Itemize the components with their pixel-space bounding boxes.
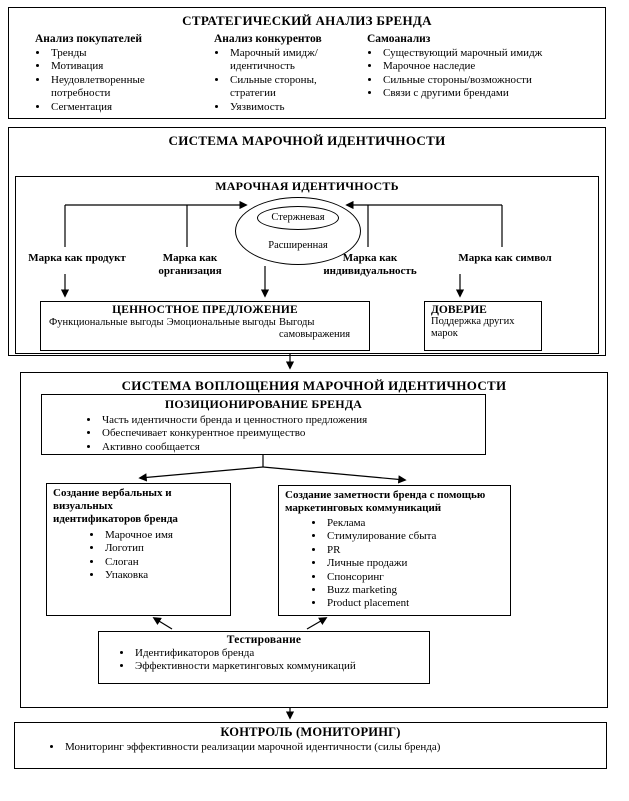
implementation-title: СИСТЕМА ВОПЛОЩЕНИЯ МАРОЧНОЙ ИДЕНТИЧНОСТИ (121, 378, 507, 393)
bullet-item: Спонсоринг (325, 571, 510, 584)
perspective-organization: Марка как организация (158, 252, 222, 277)
value-proposition-title: ЦЕННОСТНОЕ ПРЕДЛОЖЕНИЕ (112, 304, 298, 316)
extended-identity-ellipse: Стержневая Расширенная (235, 197, 361, 265)
identity-system-section: СИСТЕМА МАРОЧНОЙ ИДЕНТИЧНОСТИ МАРОЧНАЯ И… (8, 127, 606, 356)
value-proposition-items: Функциональные выгоды Эмоциональные выго… (41, 316, 369, 341)
bullet-item: Эффективности маркетинговых коммуникаций (133, 660, 429, 673)
perspective-personality: Марка как индивидуальность (323, 252, 417, 277)
value-proposition-box: ЦЕННОСТНОЕ ПРЕДЛОЖЕНИЕ Функциональные вы… (40, 301, 370, 351)
brand-identity-box: МАРОЧНАЯ ИДЕНТИЧНОСТЬ Стержневая Расшире… (15, 176, 599, 354)
bullet-item: Мотивация (49, 60, 195, 73)
value-item-self-expression: Выгоды самовыражения (279, 317, 351, 341)
trust-title: ДОВЕРИЕ (431, 304, 487, 316)
brand-identity-title: МАРОЧНАЯ ИДЕНТИЧНОСТЬ (215, 179, 399, 193)
extended-identity-label: Расширенная (268, 240, 328, 251)
core-identity-ellipse: Стержневая (257, 206, 339, 230)
bullet-item: Существующий марочный имидж (381, 47, 605, 60)
customer-analysis-list: Тренды Мотивация Неудовлетворенные потре… (25, 47, 195, 114)
communications-box: Создание заметности бренда с помощью мар… (278, 485, 511, 616)
bullet-item: PR (325, 544, 510, 557)
identifiers-title: Создание вербальных и визуальных идентиф… (53, 487, 178, 525)
self-analysis-list: Существующий марочный имидж Марочное нас… (357, 47, 605, 101)
bullet-item: Логотип (103, 542, 230, 555)
customer-analysis-column: Анализ покупателей Тренды Мотивация Неуд… (25, 33, 195, 114)
bullet-item: Тренды (49, 47, 195, 60)
identifiers-list: Марочное имя Логотип Слоган Упаковка (47, 529, 230, 583)
control-title: КОНТРОЛЬ (МОНИТОРИНГ) (220, 725, 401, 739)
value-item-emotional: Эмоциональные выгоды (166, 317, 276, 328)
bullet-item: Марочный имидж/идентичность (228, 47, 354, 74)
positioning-box: ПОЗИЦИОНИРОВАНИЕ БРЕНДА Часть идентичнос… (41, 394, 486, 455)
bullet-item: Слоган (103, 556, 230, 569)
bullet-item: Обеспечивает конкурентное преимущество (100, 427, 485, 440)
trust-box: ДОВЕРИЕ Поддержка других марок (424, 301, 542, 351)
bullet-item: Связи с другими брендами (381, 87, 605, 100)
trust-text: Поддержка других марок (431, 316, 515, 340)
bullet-item: Марочное наследие (381, 60, 605, 73)
bullet-item: Часть идентичности бренда и ценностного … (100, 414, 485, 427)
bullet-item: Активно сообщается (100, 441, 485, 454)
bullet-item: Идентификаторов бренда (133, 647, 429, 660)
testing-title: Тестирование (226, 634, 302, 646)
testing-box: Тестирование Идентификаторов бренда Эффе… (98, 631, 430, 684)
communications-list: Реклама Стимулирование сбыта PR Личные п… (279, 517, 510, 611)
bullet-item: Личные продажи (325, 557, 510, 570)
bullet-item: Реклама (325, 517, 510, 530)
positioning-title: ПОЗИЦИОНИРОВАНИЕ БРЕНДА (164, 397, 363, 411)
competitor-analysis-list: Марочный имидж/идентичность Сильные стор… (204, 47, 354, 114)
testing-list: Идентификаторов бренда Эффективности мар… (99, 647, 429, 674)
bullet-item: Product placement (325, 597, 510, 610)
competitor-analysis-header: Анализ конкурентов (214, 33, 322, 45)
strategic-analysis-title: СТРАТЕГИЧЕСКИЙ АНАЛИЗ БРЕНДА (182, 13, 432, 28)
bullet-item: Уязвимость (228, 101, 354, 114)
bullet-item: Неудовлетворенные потребности (49, 74, 195, 101)
bullet-item: Стимулирование сбыта (325, 530, 510, 543)
bullet-item: Сильные стороны/возможности (381, 74, 605, 87)
perspective-symbol: Марка как символ (458, 252, 552, 264)
value-item-functional: Функциональные выгоды (49, 317, 164, 328)
bullet-item: Марочное имя (103, 529, 230, 542)
bullet-item: Buzz marketing (325, 584, 510, 597)
self-analysis-column: Самоанализ Существующий марочный имидж М… (357, 33, 605, 101)
bullet-item: Мониторинг эффективности реализации маро… (63, 741, 606, 754)
competitor-analysis-column: Анализ конкурентов Марочный имидж/иденти… (204, 33, 354, 114)
identity-system-title: СИСТЕМА МАРОЧНОЙ ИДЕНТИЧНОСТИ (168, 133, 446, 148)
identifiers-box: Создание вербальных и визуальных идентиф… (46, 483, 231, 616)
communications-title: Создание заметности бренда с помощью мар… (285, 489, 486, 514)
positioning-list: Часть идентичности бренда и ценностного … (42, 414, 485, 454)
bullet-item: Сегментация (49, 101, 195, 114)
customer-analysis-header: Анализ покупателей (35, 33, 142, 45)
perspective-product: Марка как продукт (28, 252, 126, 264)
control-section: КОНТРОЛЬ (МОНИТОРИНГ) Мониторинг эффекти… (14, 722, 607, 769)
bullet-item: Сильные стороны, стратегии (228, 74, 354, 101)
strategic-analysis-section: СТРАТЕГИЧЕСКИЙ АНАЛИЗ БРЕНДА Анализ поку… (8, 7, 606, 119)
control-list: Мониторинг эффективности реализации маро… (15, 741, 606, 754)
implementation-section: СИСТЕМА ВОПЛОЩЕНИЯ МАРОЧНОЙ ИДЕНТИЧНОСТИ… (20, 372, 608, 708)
self-analysis-header: Самоанализ (367, 33, 431, 45)
bullet-item: Упаковка (103, 569, 230, 582)
